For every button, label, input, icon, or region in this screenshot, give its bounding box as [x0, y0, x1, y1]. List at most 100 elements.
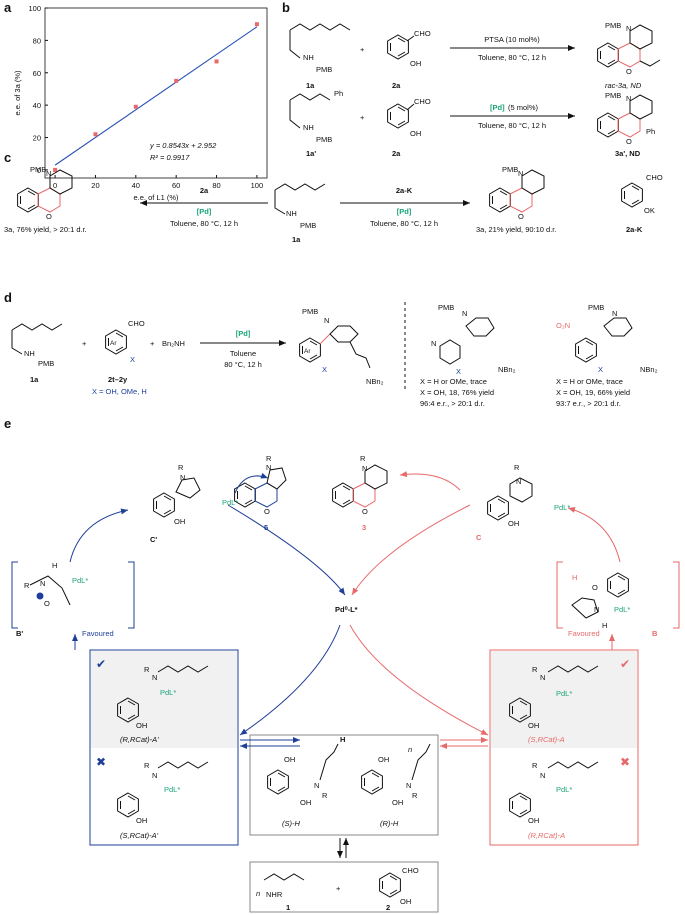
panel-e: N R O 5 N R O 3 N R OH PdL* C' N R OH Pd…	[11, 454, 680, 913]
y-tick-label: 20	[33, 134, 41, 143]
y-tick-label: 0	[37, 166, 41, 175]
e-product5-r: R	[266, 454, 272, 463]
e-product3-n: N	[362, 464, 367, 473]
d-product-ar: Ar	[304, 348, 311, 355]
d-solvent: Toluene	[230, 349, 256, 358]
e-sm2-cho: CHO	[402, 866, 419, 875]
d-product-pmb: PMB	[302, 307, 318, 316]
e-pd-center: Pd⁰-L*	[335, 605, 358, 614]
e-a-bad-n: N	[540, 771, 545, 780]
e-aprime-good-label: (R,RCat)-A'	[120, 735, 159, 744]
d-ex1-x: X	[456, 367, 461, 376]
x-axis-label: e.e. of L1 (%)	[133, 193, 179, 202]
x-tick-label: 40	[132, 181, 140, 190]
d-plus1: +	[82, 339, 87, 348]
e-sh-oh2: OH	[300, 798, 311, 807]
e-favoured-right: Favoured	[568, 629, 600, 638]
c-left-cat: [Pd]	[197, 207, 212, 216]
d-ex2-n: N	[612, 309, 617, 318]
e-favoured-left: Favoured	[82, 629, 114, 638]
data-point	[133, 104, 138, 109]
e-a-good-r: R	[532, 665, 538, 674]
b2-product-pmb: PMB	[605, 91, 621, 100]
b1-product-o: O	[626, 67, 632, 76]
e-b-h2: H	[602, 621, 607, 630]
b1-product-ring	[597, 42, 619, 68]
e-bprime-pdl: PdL*	[72, 576, 88, 585]
d-ex2-no2: O₂N	[556, 321, 570, 330]
data-points	[53, 22, 259, 172]
e-product3-label: 3	[362, 523, 366, 532]
e-product3-r: R	[360, 454, 366, 463]
e-cprime-pdl: PdL*	[222, 498, 238, 507]
b2-aldehyde-ring	[387, 103, 409, 129]
b1-aldehyde-label: 2a	[392, 81, 401, 90]
e-c-label: C	[476, 533, 482, 542]
c-left-cond: Toluene, 80 °C, 12 h	[170, 219, 238, 228]
e-a-cross: ✖	[620, 755, 630, 769]
c-right-pmb: PMB	[502, 165, 518, 174]
d-ex1-pmb: PMB	[438, 303, 454, 312]
d-amine-nh: NH	[24, 349, 35, 358]
b2-amine-pmb: PMB	[316, 135, 332, 144]
e-sh-n: N	[314, 781, 319, 790]
d-bn2nh: Bn₂NH	[162, 339, 185, 348]
d-ex1-ring-n: N	[431, 339, 436, 348]
b1-amine-label: 1a	[306, 81, 315, 90]
y-axis-label: e.e. of 3a (%)	[13, 70, 22, 116]
b1-cond-top: PTSA (10 mol%)	[484, 35, 540, 44]
e-product3-o: O	[362, 507, 368, 516]
b1-amine-pmb: PMB	[316, 65, 332, 74]
b2-cond-top: (5 mol%)	[508, 103, 539, 112]
d-ex1-nbn: NBn₂	[498, 365, 516, 374]
e-rh-nidx: n	[408, 745, 412, 754]
e-b-h: H	[572, 573, 577, 582]
e-a-good-n: N	[540, 673, 545, 682]
c-center-pmb: PMB	[300, 221, 316, 230]
e-c-pdl: PdL*	[554, 503, 570, 512]
b2-cond-bottom: Toluene, 80 °C, 12 h	[478, 121, 546, 130]
data-point	[254, 22, 259, 27]
e-bprime-n: N	[40, 579, 45, 588]
d-ex2-nbn: NBn₂	[640, 365, 658, 374]
d-ex2-ring	[575, 337, 597, 363]
e-rh-label: (R)-H	[380, 819, 399, 828]
b1-aldehyde-ring	[387, 34, 409, 60]
e-c-ring	[487, 495, 509, 521]
e-b-n: N	[594, 605, 599, 614]
b2-product-n: N	[626, 94, 631, 103]
x-tick-label: 20	[91, 181, 99, 190]
e-bprime-lonepair	[36, 592, 44, 600]
e-sm1-label: 1	[286, 903, 290, 912]
b1-product-pmb: PMB	[605, 21, 621, 30]
d-ex2-line1: X = H or OMe, trace	[556, 377, 623, 386]
e-sm-nhr: NHR	[266, 890, 283, 899]
b1-aldehyde-oh: OH	[410, 59, 421, 68]
b2-amine-label: 1a'	[306, 149, 316, 158]
d-ex1-line3: 96:4 e.r., > 20:1 d.r.	[420, 399, 485, 408]
fit-line	[54, 26, 258, 166]
b2-amine-ph: Ph	[334, 89, 343, 98]
e-sm2-label: 2	[386, 903, 390, 912]
b2-aldehyde-label: 2a	[392, 149, 401, 158]
b2-plus: +	[360, 113, 365, 122]
c-right-n: N	[518, 169, 523, 178]
c-right-product: 3a, 21% yield, 90:10 d.r.	[476, 225, 556, 234]
e-sm-nidx: n	[256, 889, 260, 898]
c-left-pmb: PMB	[30, 165, 46, 174]
e-aprime-good-r: R	[144, 665, 150, 674]
e-a-box	[489, 649, 639, 846]
b2-product-ph: Ph	[646, 127, 655, 136]
b1-amine-nh: NH	[303, 53, 314, 62]
e-cprime-n: N	[180, 473, 185, 482]
c-salt-ok: OK	[644, 206, 655, 215]
e-a-good-bg	[491, 651, 637, 748]
e-aprime-bad-ring	[117, 792, 139, 818]
e-aprime-cross: ✖	[96, 755, 106, 769]
e-rh-oh2: OH	[392, 798, 403, 807]
e-a-bad-oh: OH	[528, 816, 539, 825]
c-right-cond: Toluene, 80 °C, 12 h	[370, 219, 438, 228]
